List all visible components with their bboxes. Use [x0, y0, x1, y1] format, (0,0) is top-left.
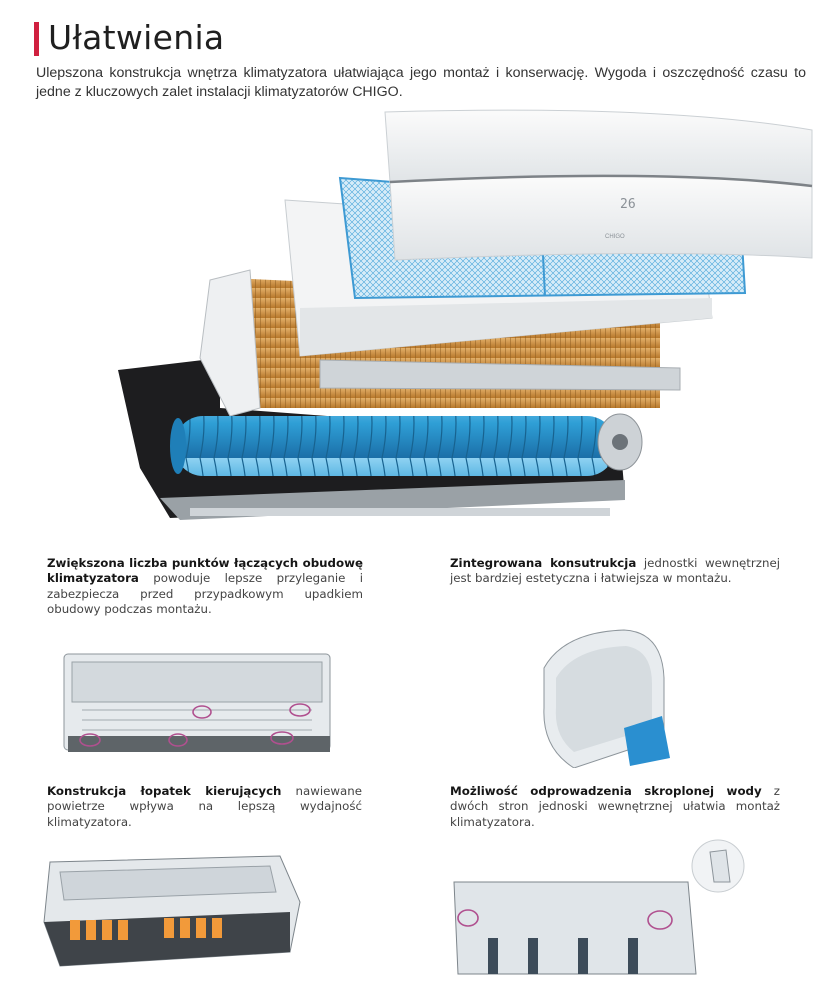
- guide-vanes-image: [43, 855, 301, 967]
- side-bracket: [199, 269, 261, 417]
- front-panel: 26 CHIGO: [384, 109, 813, 261]
- brand-logo: CHIGO: [605, 234, 625, 240]
- display-readout: 26: [620, 197, 636, 212]
- feature-bold: Konstrukcja łopatek kierujących: [47, 784, 282, 798]
- feature-integrated-design: Zintegrowana konsutrukcja jednostki wewn…: [450, 556, 780, 587]
- feature-housing-points: Zwiększona liczba punktów łączących obud…: [47, 556, 363, 618]
- feature-bold: Możliwość odprowadzenia skroplonej wody: [450, 784, 762, 798]
- cross-flow-fan: [170, 413, 643, 476]
- feature-text: jednostki wewnętrznej jest bardziej este…: [450, 556, 780, 586]
- feature-bold: Zwiększona liczba punktów łączących obud…: [47, 556, 363, 586]
- feature-text: powoduje lepsze przyleganie i zabezpiecz…: [47, 571, 363, 617]
- feature-text: nawiewane powietrze wpływa na lepszą wyd…: [47, 784, 362, 829]
- page-title: Ułatwienia: [48, 18, 225, 57]
- feature-guide-vanes: Konstrukcja łopatek kierujących nawiewan…: [47, 784, 362, 830]
- feature-bold: Zintegrowana konsutrukcja: [450, 556, 637, 570]
- integrated-side-cover-image: [543, 629, 670, 768]
- intro-paragraph: Ulepszona konstrukcja wnętrza klimatyzat…: [36, 65, 806, 100]
- condensate-drain-image: [453, 839, 745, 975]
- exploded-unit-illustration: 26 CHIGO: [118, 109, 813, 520]
- louver: [319, 359, 681, 391]
- feature-condensate-drain: Możliwość odprowadzenia skroplonej wody …: [450, 784, 780, 830]
- chassis-connection-points-image: [63, 653, 331, 752]
- feature-text: z dwóch stron jednoski wewnętrznej ułatw…: [450, 784, 780, 829]
- title-accent-bar: [34, 22, 39, 56]
